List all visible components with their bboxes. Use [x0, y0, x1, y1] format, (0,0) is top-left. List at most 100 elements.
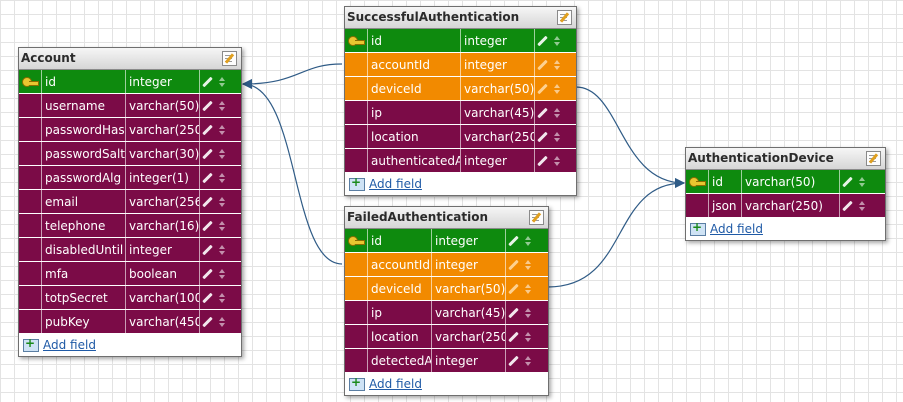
edit-field-pencil-icon[interactable] — [537, 35, 548, 46]
move-up-icon[interactable] — [219, 292, 225, 297]
field-type[interactable]: varchar(45) — [432, 301, 506, 324]
move-down-icon[interactable] — [525, 265, 531, 270]
edit-field-pencil-icon[interactable] — [202, 148, 213, 159]
edit-field-pencil-icon[interactable] — [508, 307, 519, 318]
move-down-icon[interactable] — [554, 161, 560, 166]
edit-field-pencil-icon[interactable] — [202, 268, 213, 279]
field-type[interactable]: integer — [461, 29, 535, 52]
add-field-icon[interactable] — [690, 220, 706, 236]
reorder-arrows-icon[interactable] — [525, 259, 531, 270]
add-field-row[interactable]: Add field — [19, 334, 241, 356]
move-down-icon[interactable] — [219, 106, 225, 111]
reorder-arrows-icon[interactable] — [219, 100, 225, 111]
move-down-icon[interactable] — [525, 289, 531, 294]
add-field-row[interactable]: Add field — [686, 218, 885, 240]
move-down-icon[interactable] — [219, 298, 225, 303]
edit-field-pencil-icon[interactable] — [202, 220, 213, 231]
add-field-icon[interactable] — [349, 175, 365, 191]
move-down-icon[interactable] — [219, 226, 225, 231]
move-up-icon[interactable] — [525, 283, 531, 288]
field-type[interactable]: varchar(50) — [432, 277, 506, 300]
move-up-icon[interactable] — [219, 196, 225, 201]
move-down-icon[interactable] — [219, 178, 225, 183]
field-name[interactable]: detectedAt — [368, 349, 432, 372]
move-up-icon[interactable] — [554, 83, 560, 88]
edit-field-pencil-icon[interactable] — [537, 107, 548, 118]
edit-table-icon[interactable] — [557, 10, 572, 25]
field-type[interactable]: varchar(250) — [461, 125, 535, 148]
edit-field-pencil-icon[interactable] — [537, 59, 548, 70]
reorder-arrows-icon[interactable] — [859, 176, 865, 187]
field-type[interactable]: boolean — [126, 262, 200, 285]
move-up-icon[interactable] — [859, 200, 865, 205]
move-up-icon[interactable] — [219, 268, 225, 273]
move-down-icon[interactable] — [554, 41, 560, 46]
field-type[interactable]: integer — [432, 253, 506, 276]
edit-field-pencil-icon[interactable] — [202, 76, 213, 87]
edit-field-pencil-icon[interactable] — [537, 155, 548, 166]
field-name[interactable]: location — [368, 325, 432, 348]
field-name[interactable]: id — [368, 229, 432, 252]
add-field-row[interactable]: Add field — [345, 373, 548, 395]
move-down-icon[interactable] — [859, 206, 865, 211]
move-down-icon[interactable] — [554, 137, 560, 142]
add-field-link[interactable]: Add field — [369, 177, 422, 191]
reorder-arrows-icon[interactable] — [219, 268, 225, 279]
field-type[interactable]: varchar(45) — [461, 101, 535, 124]
reorder-arrows-icon[interactable] — [554, 59, 560, 70]
move-down-icon[interactable] — [554, 65, 560, 70]
reorder-arrows-icon[interactable] — [219, 244, 225, 255]
move-down-icon[interactable] — [219, 130, 225, 135]
move-up-icon[interactable] — [525, 331, 531, 336]
move-down-icon[interactable] — [219, 322, 225, 327]
reorder-arrows-icon[interactable] — [525, 283, 531, 294]
reorder-arrows-icon[interactable] — [525, 355, 531, 366]
field-name[interactable]: location — [368, 125, 461, 148]
field-name[interactable]: passwordSalt — [42, 142, 126, 165]
reorder-arrows-icon[interactable] — [859, 200, 865, 211]
field-type[interactable]: integer(1) — [126, 166, 200, 189]
edit-field-pencil-icon[interactable] — [842, 176, 853, 187]
edit-field-pencil-icon[interactable] — [202, 244, 213, 255]
move-up-icon[interactable] — [219, 124, 225, 129]
field-name[interactable]: accountId — [368, 53, 461, 76]
reorder-arrows-icon[interactable] — [525, 235, 531, 246]
edit-field-pencil-icon[interactable] — [537, 83, 548, 94]
edit-field-pencil-icon[interactable] — [537, 131, 548, 142]
field-type[interactable]: varchar(250) — [432, 325, 506, 348]
field-type[interactable]: varchar(450) — [126, 310, 200, 333]
move-up-icon[interactable] — [554, 107, 560, 112]
add-field-icon[interactable] — [23, 336, 39, 352]
field-name[interactable]: id — [42, 70, 126, 93]
move-up-icon[interactable] — [219, 76, 225, 81]
move-up-icon[interactable] — [219, 316, 225, 321]
edit-field-pencil-icon[interactable] — [508, 355, 519, 366]
field-name[interactable]: telephone — [42, 214, 126, 237]
reorder-arrows-icon[interactable] — [219, 124, 225, 135]
edit-field-pencil-icon[interactable] — [202, 172, 213, 183]
reorder-arrows-icon[interactable] — [219, 148, 225, 159]
table-header[interactable]: AuthenticationDevice — [686, 148, 885, 170]
edit-field-pencil-icon[interactable] — [202, 100, 213, 111]
field-type[interactable]: varchar(50) — [742, 170, 840, 193]
table-header[interactable]: Account — [19, 48, 241, 70]
edit-field-pencil-icon[interactable] — [508, 283, 519, 294]
move-down-icon[interactable] — [219, 82, 225, 87]
reorder-arrows-icon[interactable] — [219, 196, 225, 207]
edit-table-icon[interactable] — [866, 151, 881, 166]
